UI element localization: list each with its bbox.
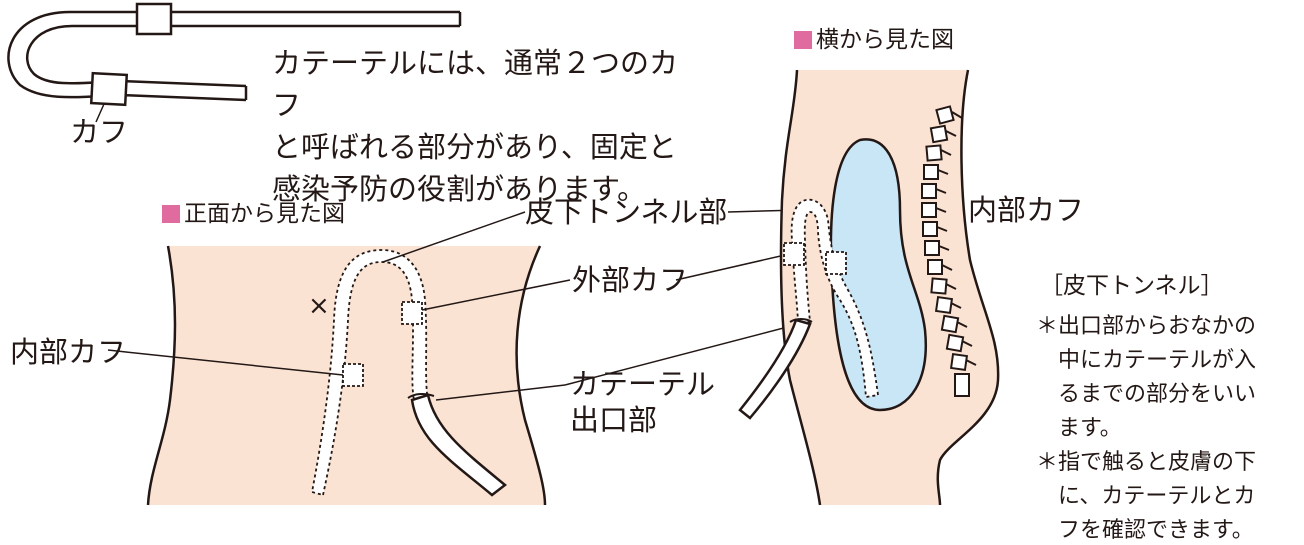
front-torso-left-edge — [146, 245, 177, 506]
tunnel-note-1: ＊出口部からおなかの 中にカテーテルが入 るまでの部分をいい ます。 — [1036, 310, 1304, 446]
leader-exit-side — [564, 324, 796, 386]
exit-site-mark — [407, 392, 435, 399]
front-view-title: 正面から見た図 — [162, 196, 345, 232]
exit-site-label-line-2: 出口部 — [570, 403, 658, 437]
front-catheter-external — [410, 393, 508, 497]
catheter-tube-outer — [7, 10, 460, 102]
catheter-overview — [7, 2, 462, 123]
side-view-body — [738, 69, 1000, 506]
pink-square-marker — [162, 205, 180, 223]
front-view-body — [146, 245, 547, 506]
intro-line-2: と呼ばれる部分があり、固定と — [272, 130, 677, 164]
leader-external-cuff-front — [421, 279, 571, 311]
tunnel-note-2-line-2: に、カテーテルとカ — [1058, 484, 1256, 509]
front-cuff-external — [401, 301, 423, 325]
catheter-cuff-bottom — [89, 71, 129, 107]
tunnel-note-2-line-1: ＊指で触ると皮膚の下 — [1036, 450, 1257, 475]
leader-internal-cuff-front — [107, 349, 344, 376]
cuff-leader-line — [95, 103, 105, 123]
external-cuff-label: 外部カフ — [572, 263, 689, 297]
catheter-tube-inner — [25, 24, 460, 88]
side-view-title: 横から見た図 — [794, 22, 954, 58]
abdominal-cavity — [829, 138, 928, 412]
side-cuff-external — [783, 242, 805, 266]
tunnel-note-2-line-3: フを確認できます。 — [1058, 518, 1254, 543]
tunnel-note-1-line-4: ます。 — [1058, 416, 1122, 441]
tunnel-note-heading: ［皮下トンネル］ — [1040, 273, 1224, 299]
side-catheter-external — [738, 318, 812, 420]
exit-site-label-line-1: カテーテル — [570, 367, 716, 401]
pink-square-marker — [794, 31, 812, 49]
side-exit-mark — [789, 318, 813, 323]
intro-text: カテーテルには、通常２つのカフ と呼ばれる部分があり、固定と 感染予防の役割があ… — [272, 42, 702, 210]
intro-line-3: 感染予防の役割があります。 — [272, 172, 647, 206]
side-internal-cuff-label: 内部カフ — [968, 193, 1085, 227]
tunnel-note-body: ＊出口部からおなかの 中にカテーテルが入 るまでの部分をいい ます。 ＊指で触る… — [1036, 310, 1304, 545]
tunnel-note-1-line-3: るまでの部分をいい — [1058, 382, 1257, 407]
leader-external-cuff-side — [675, 254, 786, 281]
front-x-mark: × — [308, 291, 330, 321]
spine — [921, 105, 977, 397]
subcutaneous-tunnel-label: 皮下トンネル部 — [525, 195, 728, 229]
side-torso-front-edge — [779, 69, 822, 506]
exit-site-label: カテーテル 出口部 — [570, 366, 715, 438]
tunnel-note-1-line-2: 中にカテーテルが入 — [1058, 348, 1257, 373]
side-cuff-internal — [825, 251, 847, 275]
leader-exit-front — [435, 384, 566, 401]
tunnel-note-1-line-1: ＊出口部からおなかの — [1036, 314, 1257, 339]
catheter-cuff-label: カフ — [70, 115, 129, 149]
side-view-title-text: 横から見た図 — [816, 27, 954, 53]
tunnel-note-2: ＊指で触ると皮膚の下 に、カテーテルとカ フを確認できます。 — [1036, 446, 1304, 545]
intro-line-1: カテーテルには、通常２つのカフ — [272, 46, 679, 122]
side-torso-back-edge — [936, 69, 1000, 506]
leader-tunnel-front — [382, 211, 526, 263]
front-cuff-internal — [342, 363, 364, 387]
front-internal-cuff-label: 内部カフ — [10, 335, 127, 369]
front-view-title-text: 正面から見た図 — [184, 201, 345, 227]
catheter-cuff-top — [135, 2, 173, 36]
